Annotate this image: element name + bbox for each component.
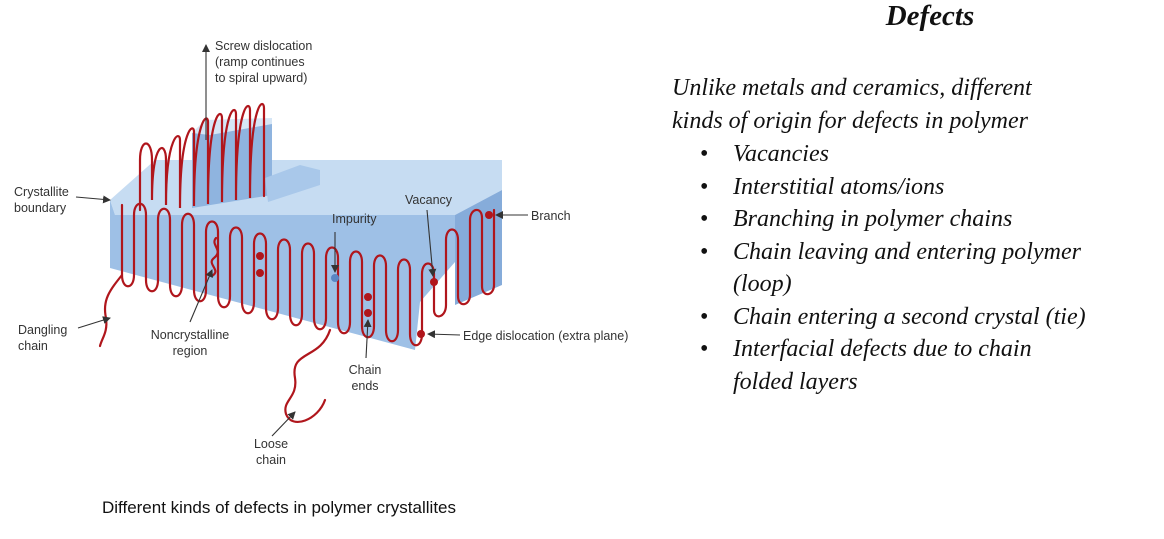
- edge-dislocation-dot: [417, 330, 425, 338]
- crystallite-boundary-label: Crystallite boundary: [14, 185, 69, 215]
- list-item-text: Interfacial defects due to chain folded …: [733, 336, 1032, 395]
- crystallite-illustration: [75, 44, 528, 437]
- impurity-label: Impurity: [332, 212, 377, 226]
- loose-chain-label: Loose chain: [253, 437, 289, 467]
- vacancy-arrow: [426, 209, 437, 277]
- chain-ends-arrow: [363, 319, 372, 359]
- loose-arrow: [271, 411, 296, 437]
- chain-end-dot: [256, 269, 264, 277]
- noncrystalline-kink: [210, 236, 219, 278]
- list-item: Interfacial defects due to chain folded …: [700, 333, 1160, 398]
- chain-end-dot: [364, 309, 372, 317]
- list-item-text: Branching in polymer chains: [733, 206, 1013, 232]
- crystallite-arrow: [75, 195, 111, 204]
- dangling-arrow: [77, 316, 111, 329]
- screw-ramp-lower: [265, 165, 320, 202]
- edge-dislocation-label: Edge dislocation (extra plane): [463, 329, 629, 343]
- noncrystalline-region-label: Noncrystalline region: [150, 328, 230, 358]
- screw-dislocation-label: Screw dislocation (ramp continues to spi…: [215, 39, 313, 85]
- chain-end-dot: [256, 252, 264, 260]
- dangling-chain-label: Dangling chain: [18, 323, 68, 353]
- chain-end-dot: [364, 293, 372, 301]
- list-item-text: Vacancies: [733, 141, 829, 167]
- list-item: Branching in polymer chains: [700, 203, 1160, 236]
- polymer-crystallite-diagram: Screw dislocation (ramp continues to spi…: [14, 39, 629, 517]
- list-item: Chain entering a second crystal (tie): [700, 301, 1160, 334]
- intro-text: Unlike metals and ceramics, different ki…: [672, 75, 1032, 134]
- vacancy-label: Vacancy: [405, 193, 453, 207]
- impurity-dot: [331, 274, 339, 282]
- page-title: Defects: [885, 0, 975, 32]
- dangling-chain: [98, 273, 124, 348]
- list-item-text: Chain leaving and entering polymer (loop…: [733, 238, 1081, 298]
- list-item-text: Interstitial atoms/ions: [733, 173, 945, 200]
- list-item: Interstitial atoms/ions: [700, 171, 1160, 204]
- chain-ends-label: Chain ends: [348, 363, 382, 393]
- branch-label: Branch: [531, 209, 571, 223]
- edge-arrow: [427, 330, 461, 339]
- defect-markers: [256, 211, 493, 338]
- chain-screw-folds: [138, 102, 266, 212]
- loose-chain: [284, 328, 332, 424]
- list-item: Chain leaving and entering polymer (loop…: [700, 236, 1160, 301]
- figure-caption: Different kinds of defects in polymer cr…: [102, 498, 456, 517]
- vacancy-dot: [430, 278, 438, 286]
- branch-dot: [485, 211, 493, 219]
- list-item-text: Chain entering a second crystal (tie): [733, 303, 1086, 330]
- list-item: Vacancies: [700, 138, 1160, 171]
- defect-list: Vacancies Interstitial atoms/ions Branch…: [700, 138, 1160, 398]
- label-arrows: [75, 44, 528, 437]
- noncrystalline-arrow: [189, 269, 213, 323]
